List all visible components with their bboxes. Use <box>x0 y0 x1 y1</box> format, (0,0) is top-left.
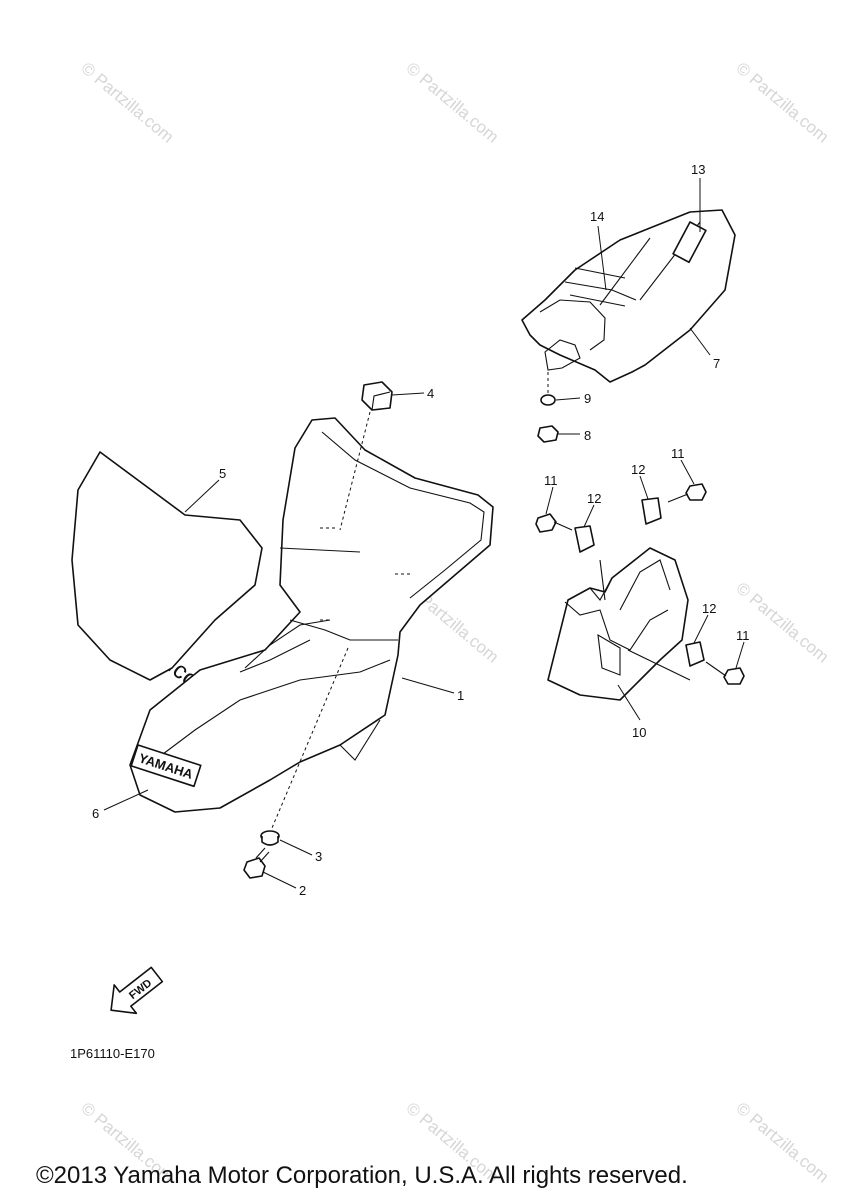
callout-12: 12 <box>587 491 601 506</box>
callout-9: 9 <box>584 391 591 406</box>
part-3-collar <box>260 830 280 846</box>
fwd-arrow-icon: FWD <box>110 966 164 1015</box>
callout-12: 12 <box>631 462 645 477</box>
part-2-bolt <box>243 847 270 879</box>
part-11-bolt <box>705 661 745 685</box>
part-4-clip-nut <box>361 381 393 411</box>
watermark: © Partzilla.com <box>732 579 832 667</box>
callout-14: 14 <box>590 209 604 224</box>
part-8-bolt <box>537 425 559 443</box>
part-7-rear-cowl <box>521 209 736 383</box>
callout-3: 3 <box>315 849 322 864</box>
callout-5: 5 <box>219 466 226 481</box>
callout-10: 10 <box>632 725 646 740</box>
diagram-code: 1P61110-E170 <box>70 1046 155 1061</box>
callout-2: 2 <box>299 883 306 898</box>
watermark: © Partzilla.com <box>732 59 832 147</box>
part-12-clip-nut <box>685 641 705 667</box>
part-10-bracket <box>547 547 691 701</box>
callout-8: 8 <box>584 428 591 443</box>
callout-labels: 1 2 3 4 5 6 7 8 9 10 11 11 11 12 12 12 1… <box>92 162 750 898</box>
part-1-front-cover: YAMAHA <box>129 417 494 813</box>
part-11-bolt <box>535 513 573 533</box>
callout-1: 1 <box>457 688 464 703</box>
assembly-line <box>271 647 349 829</box>
callout-11: 11 <box>544 473 558 488</box>
callout-11: 11 <box>671 446 685 461</box>
part-13-emblem <box>672 221 707 264</box>
callout-7: 7 <box>713 356 720 371</box>
callout-12: 12 <box>702 601 716 616</box>
watermark: © Partzilla.com <box>402 59 502 147</box>
part-12-clip-nut <box>641 497 662 525</box>
watermark: © Partzilla.com <box>77 59 177 147</box>
callout-11: 11 <box>736 628 750 643</box>
copyright-notice: ©2013 Yamaha Motor Corporation, U.S.A. A… <box>36 1162 688 1189</box>
part-5-decal <box>71 451 263 681</box>
part-9-collar <box>540 394 556 406</box>
part-12-clip-nut <box>574 525 595 553</box>
callout-6: 6 <box>92 806 99 821</box>
callout-13: 13 <box>691 162 705 177</box>
callout-4: 4 <box>427 386 434 401</box>
part-11-bolt <box>667 483 707 503</box>
watermark: © Partzilla.com <box>732 1099 832 1187</box>
leader-lines <box>103 178 745 889</box>
assembly-line <box>339 411 371 531</box>
